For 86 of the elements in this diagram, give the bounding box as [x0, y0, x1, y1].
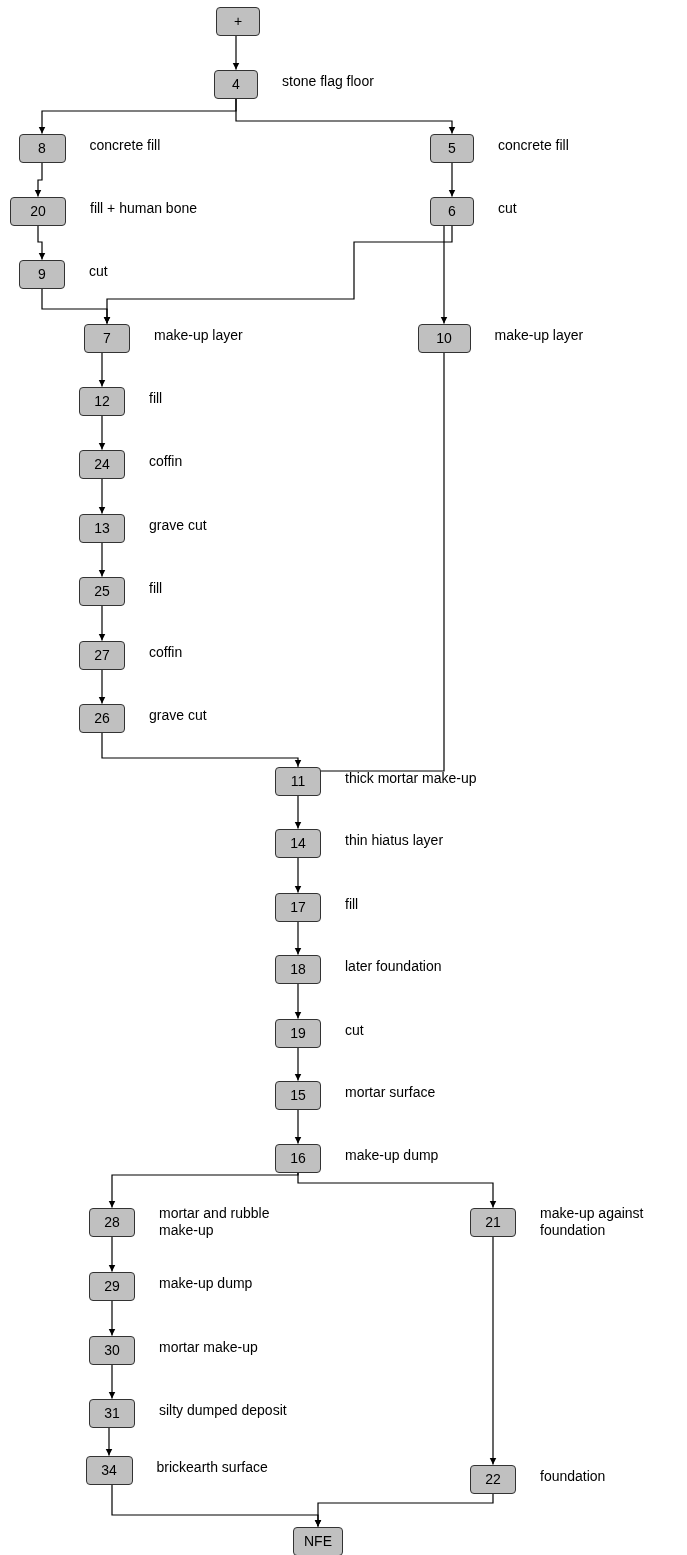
context-box: 5: [430, 133, 474, 163]
context-box: 13: [79, 513, 125, 543]
arrow: [108, 1171, 299, 1209]
context-box: 26: [79, 703, 125, 733]
context-box: 12: [79, 386, 125, 416]
context-description: make-up dump: [159, 1275, 253, 1292]
context-box: 34: [85, 1455, 133, 1485]
context-description: grave cut: [149, 707, 207, 724]
context-description: make-up layer: [154, 327, 243, 344]
arrow: [98, 668, 106, 705]
arrow: [294, 982, 302, 1020]
arrow: [98, 477, 106, 515]
arrow: [108, 1363, 116, 1400]
context-description: mortar and rubble make-up: [159, 1205, 271, 1239]
arrow: [232, 34, 240, 71]
context-box: 7: [84, 323, 130, 353]
context-description: make-up dump: [345, 1147, 439, 1164]
context-description: brickearth surface: [156, 1459, 268, 1476]
arrow: [98, 351, 106, 388]
context-description: fill: [345, 896, 359, 913]
arrow: [294, 856, 302, 894]
context-box: NFE: [293, 1526, 343, 1555]
context-box: 24: [79, 449, 125, 479]
arrow: [103, 224, 453, 325]
arrow: [235, 97, 456, 135]
context-description: concrete fill: [498, 137, 569, 154]
context-box: 21: [470, 1207, 516, 1237]
arrow: [294, 920, 302, 956]
context-description: foundation: [540, 1468, 606, 1485]
context-description: cut: [498, 200, 517, 217]
context-description: thin hiatus layer: [345, 832, 444, 849]
context-description: coffin: [149, 453, 183, 470]
arrow: [294, 1046, 302, 1082]
context-description: later foundation: [345, 958, 442, 975]
context-description: thick mortar make-up: [345, 770, 477, 787]
arrow: [37, 224, 46, 261]
context-description: mortar make-up: [159, 1339, 258, 1356]
arrow: [98, 414, 106, 451]
context-description: coffin: [149, 644, 183, 661]
arrow: [105, 1426, 113, 1457]
arrow: [297, 1171, 497, 1209]
context-description: fill: [149, 580, 163, 597]
context-box: 8: [18, 133, 66, 163]
context-box: 11: [275, 766, 321, 796]
arrow: [98, 604, 106, 642]
context-box: 9: [19, 259, 65, 289]
arrow: [101, 731, 302, 768]
context-box: 29: [89, 1271, 135, 1301]
context-box: 15: [275, 1080, 321, 1110]
context-box: 28: [89, 1207, 135, 1237]
context-box: 20: [10, 196, 66, 226]
context-box: 25: [79, 576, 125, 606]
arrow: [98, 541, 106, 578]
context-box: 4: [214, 69, 258, 99]
context-description: mortar surface: [345, 1084, 436, 1101]
context-box: 31: [89, 1398, 135, 1428]
context-description: silty dumped deposit: [159, 1402, 287, 1419]
context-description: fill + human bone: [90, 200, 198, 217]
context-box: 14: [275, 828, 321, 858]
arrow: [108, 1299, 116, 1337]
arrow: [448, 161, 456, 198]
context-description: stone flag floor: [282, 73, 374, 90]
context-box: 16: [275, 1143, 321, 1173]
context-box: 18: [275, 954, 321, 984]
arrow: [440, 224, 448, 325]
context-box: 30: [89, 1335, 135, 1365]
context-description: cut: [89, 263, 108, 280]
context-description: make-up against foundation: [540, 1205, 645, 1239]
context-box: +: [216, 6, 260, 36]
context-description: concrete fill: [89, 137, 161, 154]
context-description: make-up layer: [494, 327, 584, 344]
context-box: 22: [470, 1464, 516, 1494]
arrow: [108, 1235, 116, 1273]
context-box: 6: [430, 196, 474, 226]
context-box: 17: [275, 892, 321, 922]
context-box: 10: [417, 323, 471, 353]
arrow: [489, 1235, 497, 1466]
context-description: cut: [345, 1022, 364, 1039]
context-box: 27: [79, 640, 125, 670]
context-description: fill: [149, 390, 163, 407]
arrow: [294, 794, 302, 830]
context-description: grave cut: [149, 517, 207, 534]
arrow: [294, 1108, 302, 1145]
arrow: [314, 1492, 494, 1528]
arrow: [34, 161, 43, 198]
context-box: 19: [275, 1018, 321, 1048]
